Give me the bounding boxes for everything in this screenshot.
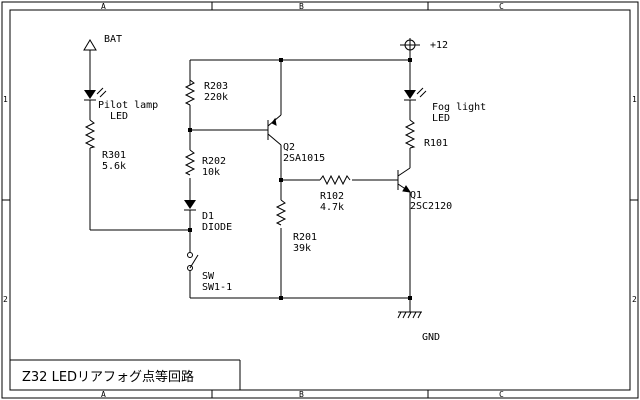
sw-name: SW — [202, 271, 215, 282]
fog-led-name: Fog light — [432, 102, 486, 113]
r301-resistor-icon — [84, 119, 96, 149]
q2-name: Q2 — [283, 142, 295, 153]
col-label-b-top: B — [299, 2, 304, 11]
junctions — [188, 58, 412, 300]
vcc-terminal-icon — [400, 38, 420, 52]
r201-resistor-icon — [275, 199, 287, 226]
r203-value: 220k — [204, 92, 228, 103]
r203-resistor-icon — [184, 79, 196, 106]
sw-value: SW1-1 — [202, 282, 232, 293]
ground-icon — [397, 311, 422, 319]
r201-name: R201 — [293, 232, 317, 243]
vcc-label: +12 — [430, 40, 448, 51]
r201-value: 39k — [293, 243, 311, 254]
row-label-1-left: 1 — [3, 95, 8, 104]
q2-transistor-icon — [265, 114, 282, 146]
row-label-2-left: 2 — [3, 295, 8, 304]
q1-value: 2SC2120 — [410, 201, 452, 212]
col-label-a-top: A — [101, 2, 106, 11]
bat-label: BAT — [104, 34, 122, 45]
q1-name: Q1 — [410, 190, 422, 201]
r202-resistor-icon — [184, 149, 196, 176]
wires — [89, 50, 411, 312]
r101-resistor-icon — [404, 119, 416, 149]
fog-led-icon — [404, 87, 427, 101]
gnd-label: GND — [422, 332, 440, 343]
r203-name: R203 — [204, 81, 228, 92]
r101-name: R101 — [424, 138, 448, 149]
q2-value: 2SA1015 — [283, 153, 325, 164]
r102-value: 4.7k — [320, 202, 344, 213]
row-label-2-right: 2 — [632, 295, 637, 304]
r301-value: 5.6k — [102, 161, 126, 172]
d1-name: D1 — [202, 211, 214, 222]
diagram-title: Z32 LEDリアフォグ点等回路 — [22, 369, 194, 385]
col-label-c-bottom: C — [499, 390, 504, 399]
d1-diode-icon — [184, 200, 196, 211]
fog-led-value: LED — [432, 113, 450, 124]
col-label-c-top: C — [499, 2, 504, 11]
pilot-led-value: LED — [110, 111, 128, 122]
col-label-b-bottom: B — [299, 390, 304, 399]
pilot-led-icon — [84, 87, 107, 101]
r202-value: 10k — [202, 167, 220, 178]
switch-icon — [187, 252, 199, 271]
col-label-a-bottom: A — [101, 390, 106, 399]
d1-value: DIODE — [202, 222, 232, 233]
r202-name: R202 — [202, 156, 226, 167]
r102-resistor-icon — [319, 174, 351, 186]
r301-name: R301 — [102, 150, 126, 161]
row-label-1-right: 1 — [632, 95, 637, 104]
pilot-led-name: Pilot lamp — [98, 100, 158, 111]
bat-arrow-icon — [83, 39, 97, 51]
q1-transistor-icon — [397, 167, 412, 193]
r102-name: R102 — [320, 191, 344, 202]
